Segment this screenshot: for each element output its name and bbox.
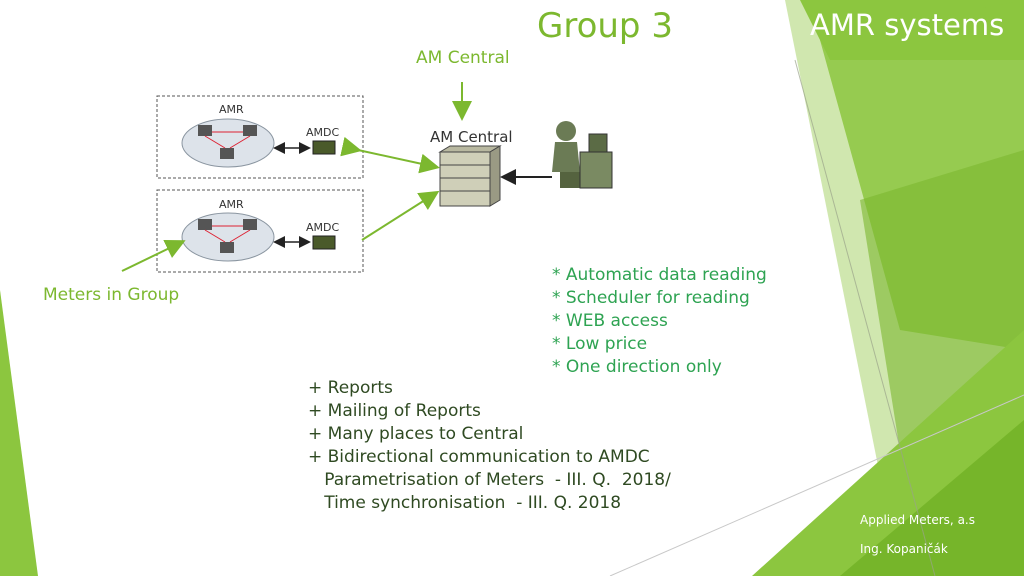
amr-label: AMR (219, 103, 244, 116)
advantage-item: Time synchronisation - III. Q. 2018 (308, 493, 622, 513)
meters-in-group-arrow (121, 239, 186, 272)
footer-company: Applied Meters, a.s (860, 513, 975, 527)
advantage-item: Parametrisation of Meters - III. Q. 2018… (308, 470, 671, 490)
amr-label: AMR (219, 198, 244, 211)
am-central-label: AM Central (416, 48, 510, 68)
slide-title: Group 3 (537, 6, 673, 46)
advantages-list: + Reports + Mailing of Reports + Many pl… (308, 377, 671, 515)
footer-author: Ing. Kopaničák (860, 542, 948, 556)
advantage-item: + Many places to Central (308, 424, 524, 444)
feature-item: * One direction only (552, 357, 722, 377)
amr-cloud-icon (181, 212, 275, 262)
corner-title: AMR systems (810, 8, 1005, 42)
advantage-item: + Reports (308, 378, 393, 398)
advantage-item: + Bidirectional communication to AMDC (308, 447, 650, 467)
amr-cloud-icon (181, 118, 275, 168)
feature-item: * Scheduler for reading (552, 288, 750, 308)
feature-list: * Automatic data reading * Scheduler for… (552, 264, 767, 379)
operator-icon (552, 121, 613, 189)
server-icon (438, 145, 502, 207)
meter-group-1: AMR AMDC (156, 95, 364, 179)
server-label: AM Central (430, 128, 513, 146)
feature-item: * WEB access (552, 311, 668, 331)
advantage-item: + Mailing of Reports (308, 401, 481, 421)
amdc-label: AMDC (306, 126, 339, 139)
meters-in-group-label: Meters in Group (43, 285, 180, 305)
meter-group-2: AMR AMDC (156, 189, 364, 273)
amdc-label: AMDC (306, 221, 339, 234)
feature-item: * Automatic data reading (552, 265, 767, 285)
feature-item: * Low price (552, 334, 648, 354)
amdc-device-icon (312, 140, 336, 155)
amdc-device-icon (312, 235, 336, 250)
